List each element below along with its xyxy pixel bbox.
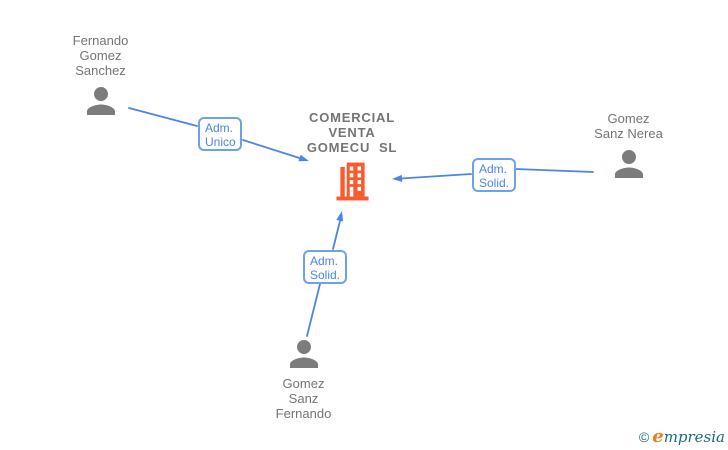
empresia-logo[interactable]: ©empresia xyxy=(639,426,725,447)
edge-line-adm-solid-right xyxy=(515,168,594,173)
edge-label-text: Adm.Solid. xyxy=(479,162,510,190)
edge-label-adm-unico[interactable]: Adm.Unico xyxy=(198,117,242,151)
edge-label-text: Adm.Solid. xyxy=(310,254,341,282)
person-icon xyxy=(86,87,115,115)
building-icon xyxy=(335,162,369,201)
edge-label-adm-solid-bottom[interactable]: Adm.Solid. xyxy=(303,250,347,284)
edge-line-adm-solid-right xyxy=(400,173,472,180)
arrowhead-to-company-bottom xyxy=(336,211,344,222)
edge-line-adm-solid-bottom xyxy=(306,283,321,337)
arrowhead-to-company-right xyxy=(392,174,403,182)
edge-line-adm-unico xyxy=(242,139,302,160)
edge-label-text: Adm.Unico xyxy=(205,121,236,149)
edge-label-adm-solid-right[interactable]: Adm.Solid. xyxy=(472,158,516,192)
person-icon xyxy=(289,340,318,368)
arrowhead-to-company-left xyxy=(298,154,309,162)
copyright-icon: © xyxy=(638,429,650,445)
person-icon xyxy=(614,150,643,178)
edge-line-adm-solid-bottom xyxy=(332,220,341,250)
brand-initial: e xyxy=(652,426,664,447)
edge-line-adm-unico xyxy=(128,107,198,127)
brand-name: mpresia xyxy=(663,428,725,446)
